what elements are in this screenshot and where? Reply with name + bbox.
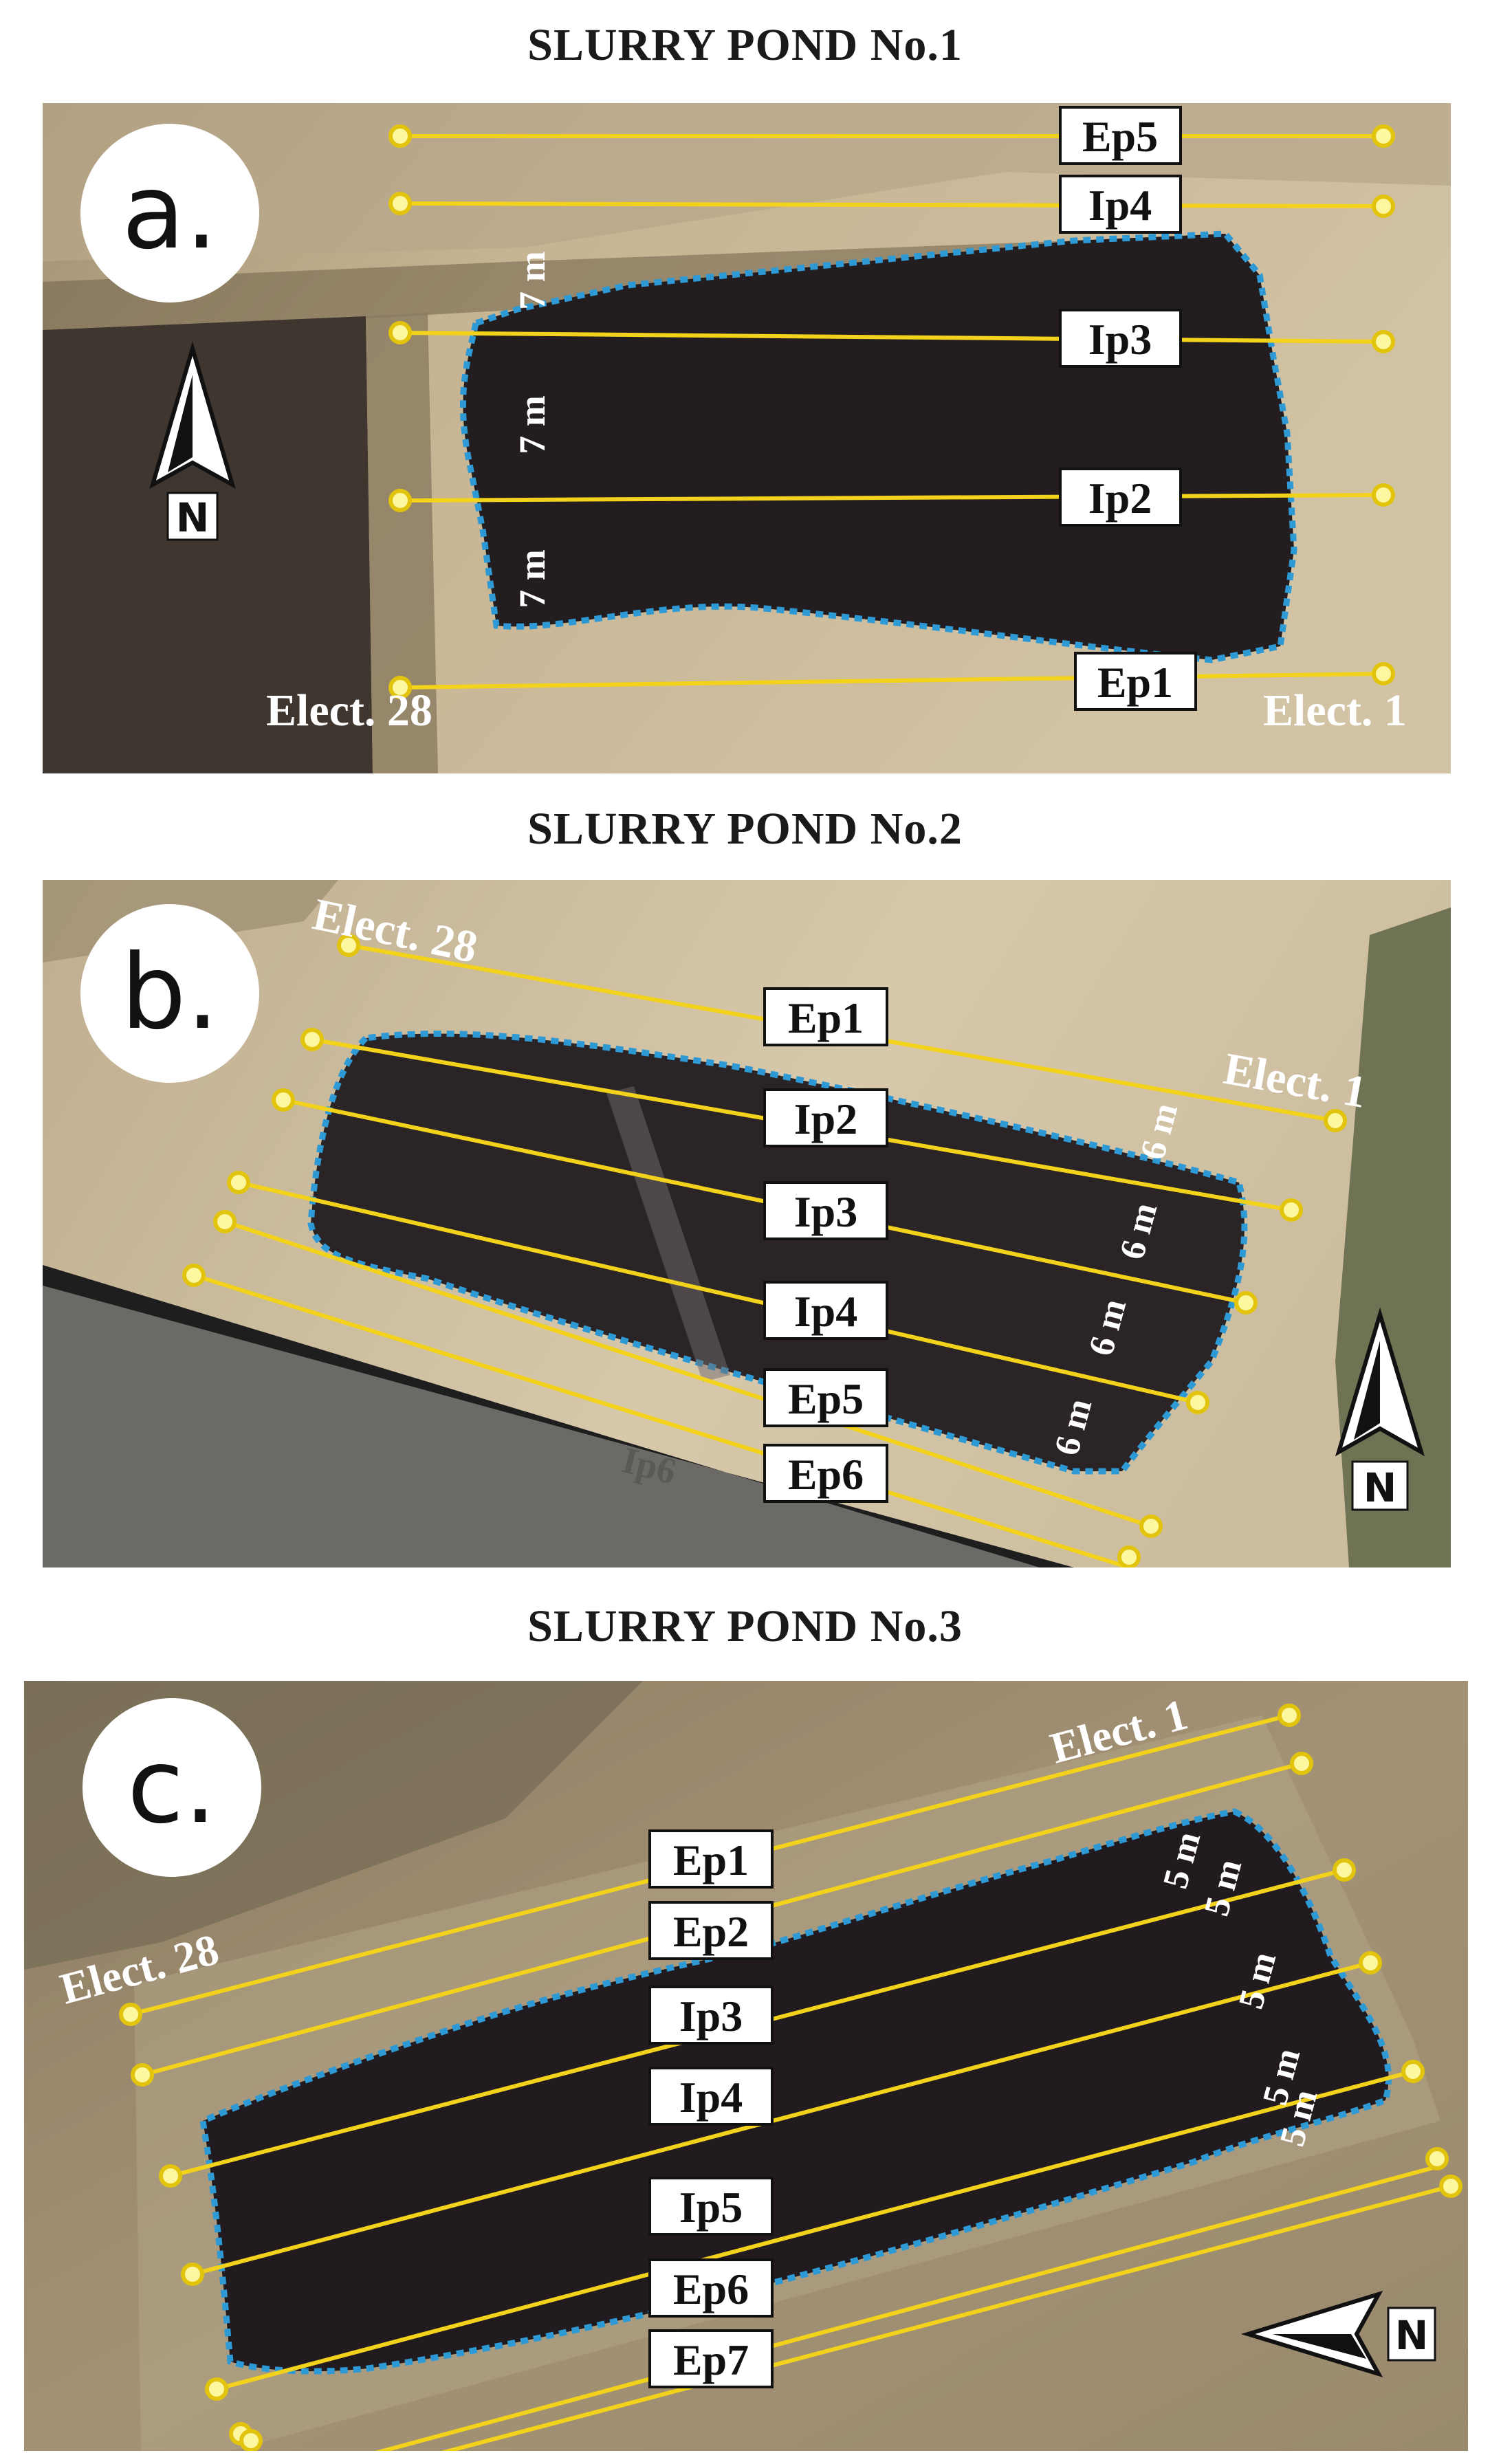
panel-letter-circle (80, 124, 259, 302)
north-arrow-icon: N (1240, 2290, 1436, 2378)
profile-label-ep7: Ep7 (648, 2329, 774, 2388)
spacing-label-1: 7 m (512, 251, 553, 310)
svg-text:N: N (176, 494, 210, 541)
svg-text:Ip3: Ip3 (794, 1187, 858, 1236)
electrode-markers (119, 1704, 1462, 2451)
profile-label-ip5: Ip5 (648, 2177, 774, 2236)
svg-text:Ep1: Ep1 (1097, 658, 1173, 707)
panel-letter: c. (127, 1727, 217, 1847)
panel-letter: a. (122, 153, 218, 272)
profile-label-ip2: Ip2 (763, 1088, 888, 1147)
panel-c-map: Ep1 Ep2 Ip3 Ip4 Ip5 Ep6 Ep7 5 m 5 m 5 m … (24, 1681, 1468, 2451)
panel-b-title: SLURRY POND No.2 (527, 804, 963, 854)
adjacent-field (43, 316, 373, 773)
svg-text:Ep1: Ep1 (673, 1836, 749, 1884)
profile-lines (399, 134, 1384, 690)
svg-text:Ep6: Ep6 (788, 1450, 864, 1499)
profile-label-ip3: Ip3 (763, 1181, 888, 1240)
profile-label-ep5: Ep5 (1059, 106, 1182, 165)
svg-text:Ip4: Ip4 (679, 2073, 743, 2122)
profile-label-ip4: Ip4 (1059, 175, 1182, 234)
svg-text:Ip3: Ip3 (1088, 315, 1152, 364)
profile-label-ep6: Ep6 (763, 1444, 888, 1503)
svg-text:Ep6: Ep6 (673, 2265, 749, 2313)
profile-label-ep5: Ep5 (763, 1368, 888, 1427)
profile-label-ep1: Ep1 (763, 987, 888, 1046)
svg-text:Ip2: Ip2 (1088, 474, 1152, 522)
profile-label-ip4: Ip4 (763, 1281, 888, 1340)
pond-water (199, 1808, 1392, 2375)
north-arrow-icon: N (149, 341, 236, 541)
svg-text:Ep7: Ep7 (673, 2335, 749, 2384)
spacing-label-2: 7 m (512, 395, 553, 454)
electrode-markers (388, 124, 1395, 699)
panel-b-map: Ep1 Ip2 Ip3 Ip4 Ep5 Ep6 Ip6 6 m 6 m 6 m … (43, 880, 1451, 1568)
svg-text:Ep5: Ep5 (1082, 112, 1158, 161)
panel-a-title: SLURRY POND No.1 (527, 20, 963, 70)
panel-letter: b. (121, 933, 219, 1053)
svg-text:Ep1: Ep1 (788, 993, 864, 1042)
svg-text:N: N (1363, 1464, 1397, 1511)
profile-label-ep1: Ep1 (648, 1829, 774, 1889)
pond-water (307, 1031, 1248, 1475)
profile-label-ip3: Ip3 (1059, 309, 1182, 368)
pond-water (459, 230, 1297, 663)
profile-label-ip4: Ip4 (648, 2067, 774, 2126)
water-streak (606, 1086, 730, 1382)
panel-letter-circle (83, 1698, 261, 1877)
svg-text:Ip4: Ip4 (1088, 181, 1152, 230)
profile-label-ip3: Ip3 (648, 1986, 774, 2045)
profile-label-ep6: Ep6 (648, 2258, 774, 2318)
panel-a-map: Ep5 Ip4 Ip3 Ip2 Ep1 7 m 7 m 7 m Elect. 2… (43, 103, 1451, 773)
field-edge (366, 313, 438, 773)
svg-text:Ep2: Ep2 (673, 1907, 749, 1956)
electrode-28-label: Elect. 28 (266, 685, 432, 736)
profile-label-ep2: Ep2 (648, 1901, 774, 1960)
svg-text:Ip5: Ip5 (679, 2183, 743, 2232)
profile-label-ip2: Ip2 (1059, 468, 1182, 527)
electrode-1-label: Elect. 1 (1263, 685, 1407, 736)
spacing-label-3: 7 m (512, 549, 553, 608)
svg-text:N: N (1395, 2312, 1429, 2359)
svg-text:Ip3: Ip3 (679, 1992, 743, 2040)
svg-text:Ip4: Ip4 (794, 1287, 858, 1336)
north-arrow-icon: N (1335, 1307, 1425, 1511)
panel-letter-circle (80, 904, 259, 1083)
svg-text:Ip2: Ip2 (794, 1094, 858, 1143)
profile-label-ep1: Ep1 (1074, 652, 1197, 711)
svg-text:Ep5: Ep5 (788, 1374, 864, 1423)
panel-c-title: SLURRY POND No.3 (527, 1601, 963, 1651)
electrode-markers (182, 934, 1347, 1568)
